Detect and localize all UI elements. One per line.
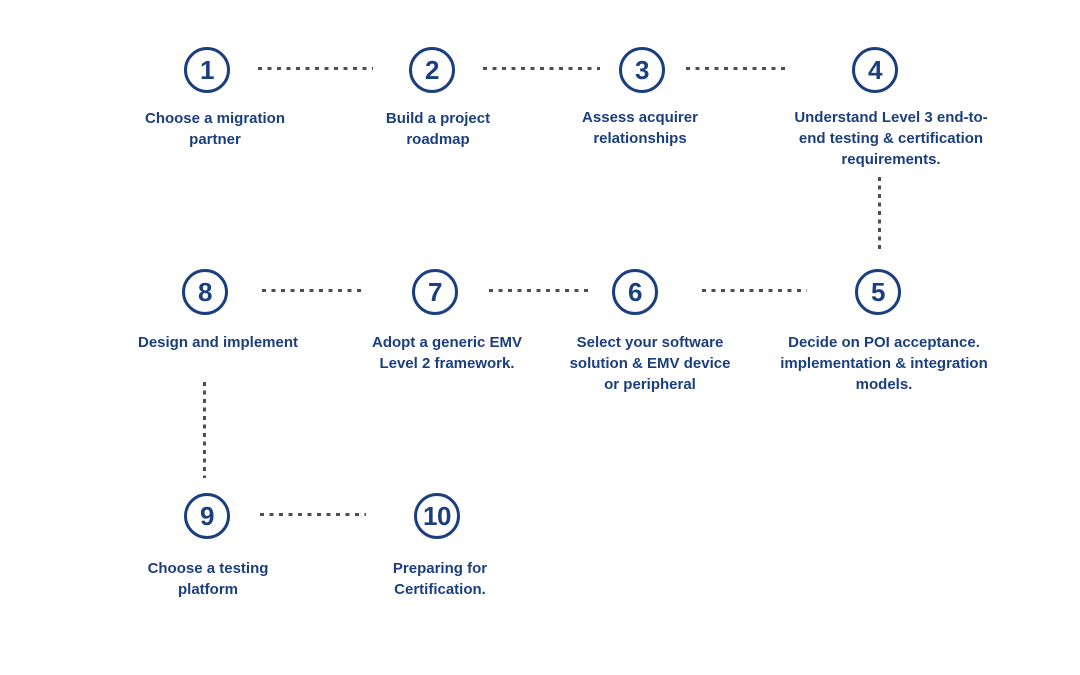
step-5-number: 5	[871, 276, 885, 307]
connector-4-5	[878, 177, 881, 252]
step-5-label: Decide on POI acceptance. implementation…	[780, 334, 988, 393]
step-7-number: 7	[428, 276, 442, 307]
connector-2-3	[483, 67, 600, 70]
step-10-circle: 10	[414, 493, 460, 539]
connector-6-5	[702, 289, 807, 292]
step-6-circle: 6	[612, 269, 658, 315]
step-2-circle: 2	[409, 47, 455, 93]
connector-7-6	[489, 289, 593, 292]
step-3-number: 3	[635, 54, 649, 85]
connector-9-10	[260, 513, 366, 516]
connector-8-7	[262, 289, 366, 292]
step-4-label: Understand Level 3 end-to- end testing &…	[794, 109, 988, 168]
step-3-circle: 3	[619, 47, 665, 93]
step-1-label: Choose a migration partner	[144, 110, 286, 148]
step-9-circle: 9	[184, 493, 230, 539]
step-4-number: 4	[868, 54, 882, 85]
step-3-label: Assess acquirer relationships	[582, 109, 698, 147]
step-8-label: Design and implement	[137, 334, 299, 351]
step-6-label: Select your software solution & EMV devi…	[569, 334, 731, 393]
step-2-label: Build a project roadmap	[385, 110, 491, 148]
step-9-number: 9	[200, 500, 214, 531]
step-7-label: Adopt a generic EMV Level 2 framework.	[371, 334, 523, 372]
step-10-number: 10	[423, 500, 451, 531]
step-4-circle: 4	[852, 47, 898, 93]
step-8-number: 8	[198, 276, 212, 307]
step-2-number: 2	[425, 54, 439, 85]
connector-1-2	[258, 67, 373, 70]
connector-3-4	[686, 67, 787, 70]
step-9-label: Choose a testing platform	[147, 560, 269, 598]
step-6-number: 6	[628, 276, 642, 307]
step-7-circle: 7	[412, 269, 458, 315]
step-1-number: 1	[200, 54, 214, 85]
step-8-circle: 8	[182, 269, 228, 315]
step-10-label: Preparing for Certification.	[392, 560, 488, 598]
step-1-circle: 1	[184, 47, 230, 93]
step-5-circle: 5	[855, 269, 901, 315]
connector-8-9	[203, 382, 206, 478]
